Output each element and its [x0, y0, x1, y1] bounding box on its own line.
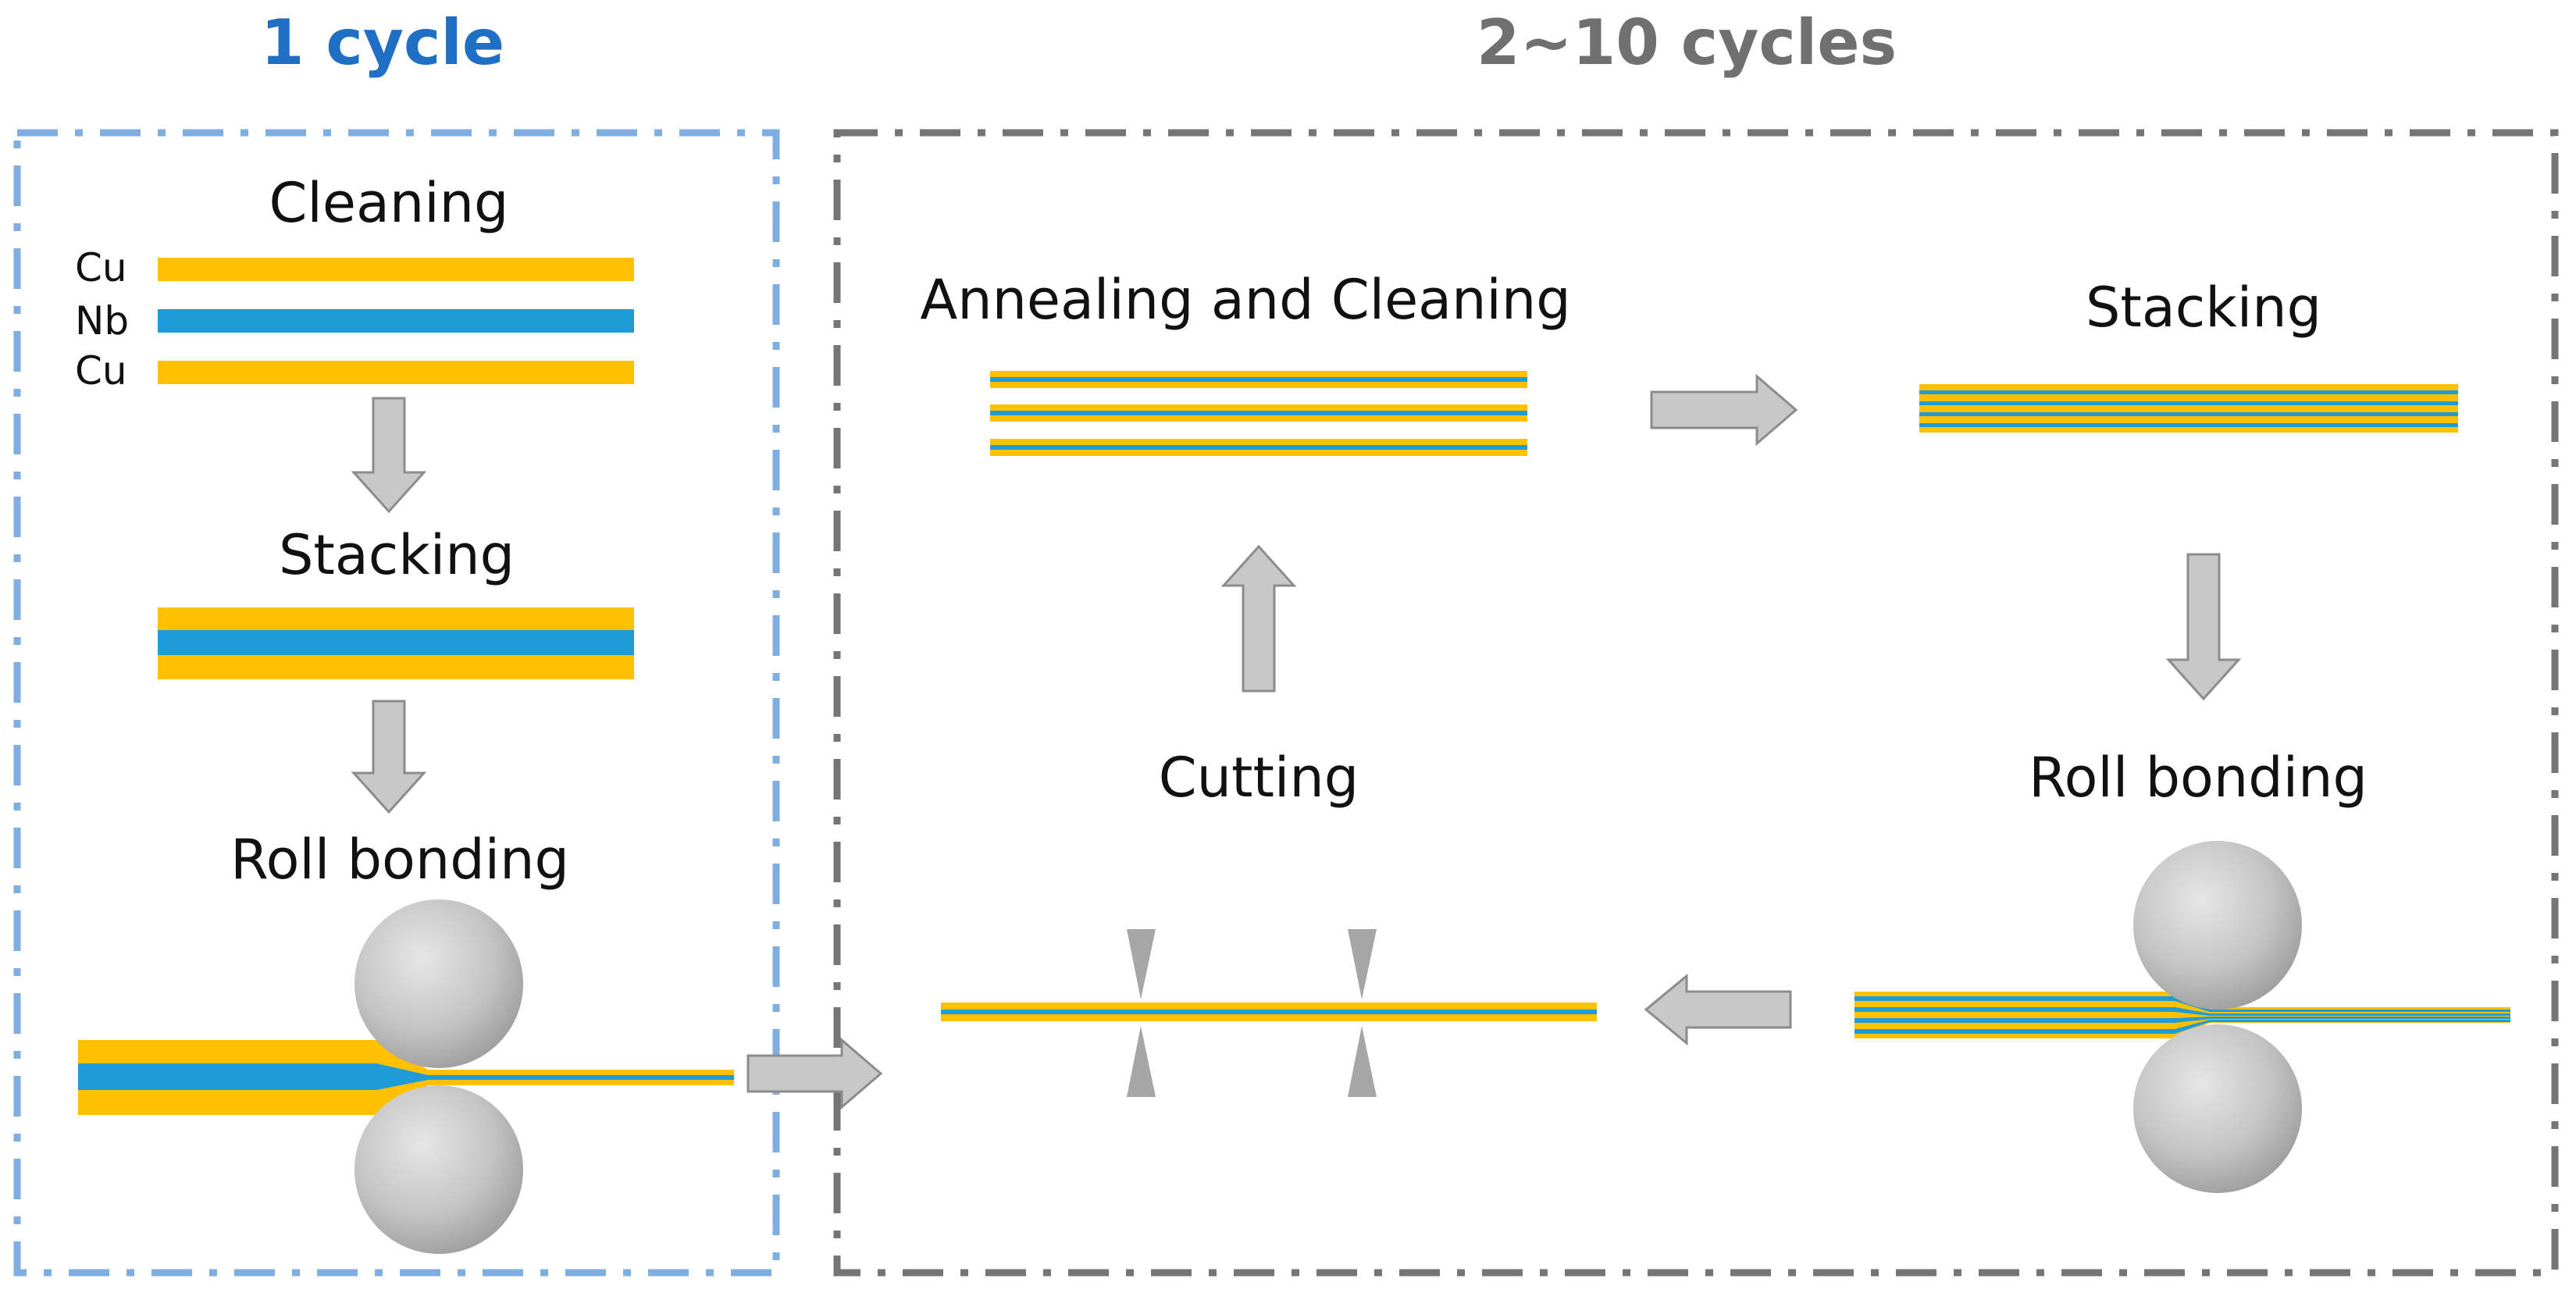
- right-arrow-icon: [1650, 373, 1798, 447]
- cutter-blade-icon: [1348, 929, 1377, 999]
- header-one-cycle: 1 cycle: [261, 6, 504, 79]
- left-panel: Cleaning Cu Nb Cu Stacking Roll bonding: [75, 171, 734, 1254]
- right-arrow-icon: [746, 1037, 883, 1110]
- nb-sheet: [158, 309, 634, 333]
- left-arrow-icon: [1644, 973, 1792, 1046]
- header-multi-cycles: 2~10 cycles: [1477, 6, 1897, 79]
- right-roll-bonding-sheet: [1855, 992, 2510, 1038]
- left-roll-bonding-sheet: [78, 1040, 734, 1115]
- down-arrow-icon: [351, 397, 427, 514]
- down-arrow-icon: [351, 700, 427, 814]
- roll-bonding-label-left: Roll bonding: [230, 828, 569, 892]
- cutter-blade-icon: [1348, 1026, 1377, 1097]
- roller-icon: [2133, 841, 2302, 1010]
- roller-icon: [2133, 1024, 2302, 1193]
- right-panel: Annealing and Cleaning Stacking Roll bon…: [920, 268, 2510, 1193]
- roller-icon: [355, 899, 523, 1068]
- annealed-sheets: [990, 371, 1527, 456]
- right-panel-border: [833, 129, 2559, 1277]
- stacking-label-right: Stacking: [2086, 276, 2321, 340]
- cu-sheet-top: [158, 258, 634, 281]
- cu-sheet-bottom: [158, 361, 634, 384]
- cutting-label: Cutting: [1159, 746, 1359, 810]
- up-arrow-icon: [1220, 544, 1297, 693]
- down-arrow-icon: [2165, 553, 2242, 701]
- roller-icon: [355, 1085, 523, 1254]
- stacked-sheets: [158, 607, 634, 679]
- cutter-blade-icon: [1127, 929, 1156, 999]
- cutter-blade-icon: [1127, 1026, 1156, 1097]
- layer-label-cu-bottom: Cu: [75, 348, 127, 394]
- stacking-label-left: Stacking: [279, 523, 515, 587]
- cut-sheet: [941, 1003, 1597, 1021]
- layer-label-nb: Nb: [75, 298, 129, 344]
- restacked-sheets: [1919, 384, 2458, 433]
- layer-label-cu-top: Cu: [75, 245, 127, 290]
- roll-bonding-label-right: Roll bonding: [2029, 746, 2368, 810]
- cleaning-label: Cleaning: [269, 171, 509, 235]
- left-panel-border: [13, 129, 780, 1277]
- annealing-cleaning-label: Annealing and Cleaning: [920, 268, 1570, 332]
